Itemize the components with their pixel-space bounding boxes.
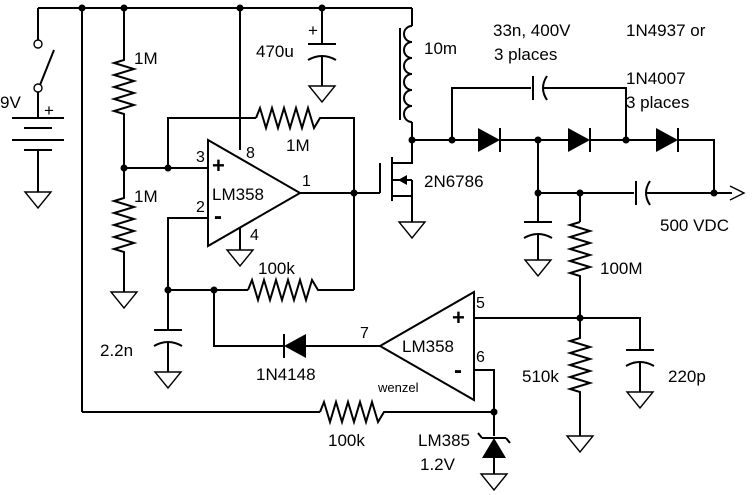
opamp-1-minus-sign: - [214,203,222,230]
resistor-lower-divider-value: 510k [522,367,559,386]
battery: 9V + [0,93,64,192]
wire-pump-cap-left [451,87,531,140]
supply-cap-ground-symbol [307,85,337,104]
junction-dots [78,4,718,416]
capacitor-timing: 2.2n [100,329,183,372]
diode-signal-part-label: 1N4148 [256,365,316,384]
diode-signal: 1N4148 [256,334,380,384]
capacitor-pump-note: 3 places [494,45,557,64]
resistor-hv-divider-value: 100M [600,259,643,278]
capacitor-filter-value: 220p [668,367,706,386]
opamp-2-minus-sign: - [454,357,462,384]
lower-divider-ground-symbol [565,435,595,454]
opamp-1-pin-8: 8 [246,145,255,162]
opamp-1-pin-3: 3 [196,149,205,166]
capacitor-pump: 33n, 400V 3 places [493,21,627,140]
opamp-1-plus-sign: + [212,153,225,178]
resistor-bottom-divider: 1M [110,168,158,292]
wire-filter-cap [580,317,641,350]
wire-feedback-left [167,117,256,168]
opamp-1-part-label: LM358 [212,185,264,204]
resistor-feedback-value: 1M [286,136,310,155]
wire-hv-output [678,139,715,193]
resistor-top-divider-value: 1M [134,49,158,68]
wire-minus-input [167,217,208,290]
resistor-hysteresis-value: 100k [258,259,295,278]
battery-ground-symbol [23,191,53,210]
resistor-bottom-divider-value: 1M [134,187,158,206]
zener-reference: LM385 1.2V [418,412,511,474]
inductor: 10m [399,8,457,140]
capacitor-pump-ground [523,221,553,260]
divider-ground-symbol [109,291,139,310]
diode-hv-part-label-2: 1N4007 [626,69,686,88]
battery-plus-label: + [44,101,54,120]
diode-hv-note: 3 places [626,93,689,112]
opamp-2-pin-6: 6 [476,349,485,366]
wire-signal-diode [213,290,284,347]
diode-hv-2 [568,128,591,152]
opamp-1: + - LM358 3 2 8 4 1 [196,138,311,248]
filter-cap-ground-symbol [625,391,655,410]
timing-cap-ground-symbol [153,371,183,390]
mosfet-ground-symbol [397,221,427,240]
wire-opamp-2-minus [474,369,495,412]
resistor-hv-divider: 100M [566,221,643,318]
opamp-1-pin-4: 4 [250,227,259,244]
battery-voltage-label: 9V [0,93,21,112]
capacitor-timing-value: 2.2n [100,341,133,360]
capacitor-filter: 220p [625,349,706,392]
diode-hv-3 [656,128,679,152]
mosfet-part-label: 2N6786 [424,172,484,191]
resistor-hysteresis: 100k [247,259,354,304]
zener-voltage-label: 1.2V [420,455,456,474]
resistor-zener-bias: 100k [319,398,494,450]
mosfet: 2N6786 [379,140,484,222]
opamp-2-pin-5: 5 [476,295,485,312]
diode-hv-part-label-1: 1N4937 or [626,21,706,40]
supply-rail [37,7,412,413]
resistor-top-divider: 1M [110,8,158,168]
opamp-2: + - LM358 5 6 7 [360,290,485,402]
pump-cap-ground-symbol [523,259,553,278]
zener-ground-symbol [479,473,509,492]
power-switch [33,39,55,118]
capacitor-supply: 470u + [256,8,337,86]
opamp-2-part-label: LM358 [402,337,454,356]
resistor-feedback: 1M [255,104,355,290]
inductor-value: 10m [424,39,457,58]
capacitor-pump-value: 33n, 400V [493,21,571,40]
opamp-1-pin-1: 1 [302,173,311,190]
zener-part-label: LM385 [418,431,470,450]
resistor-zener-bias-value: 100k [328,431,365,450]
capacitor-supply-plus: + [308,21,318,40]
opamp-1-pin-2: 2 [196,199,205,216]
designer-credit: wenzel [377,380,419,395]
opamp-1-ground-symbol [225,249,255,268]
capacitor-supply-value: 470u [256,42,294,61]
opamp-2-pin-7: 7 [360,325,369,342]
opamp-2-plus-sign: + [452,305,465,330]
output-voltage-label: 500 VDC [660,216,729,235]
resistor-lower-divider: 510k [522,318,594,436]
diode-hv-1 [478,128,501,152]
capacitor-output [635,180,746,206]
